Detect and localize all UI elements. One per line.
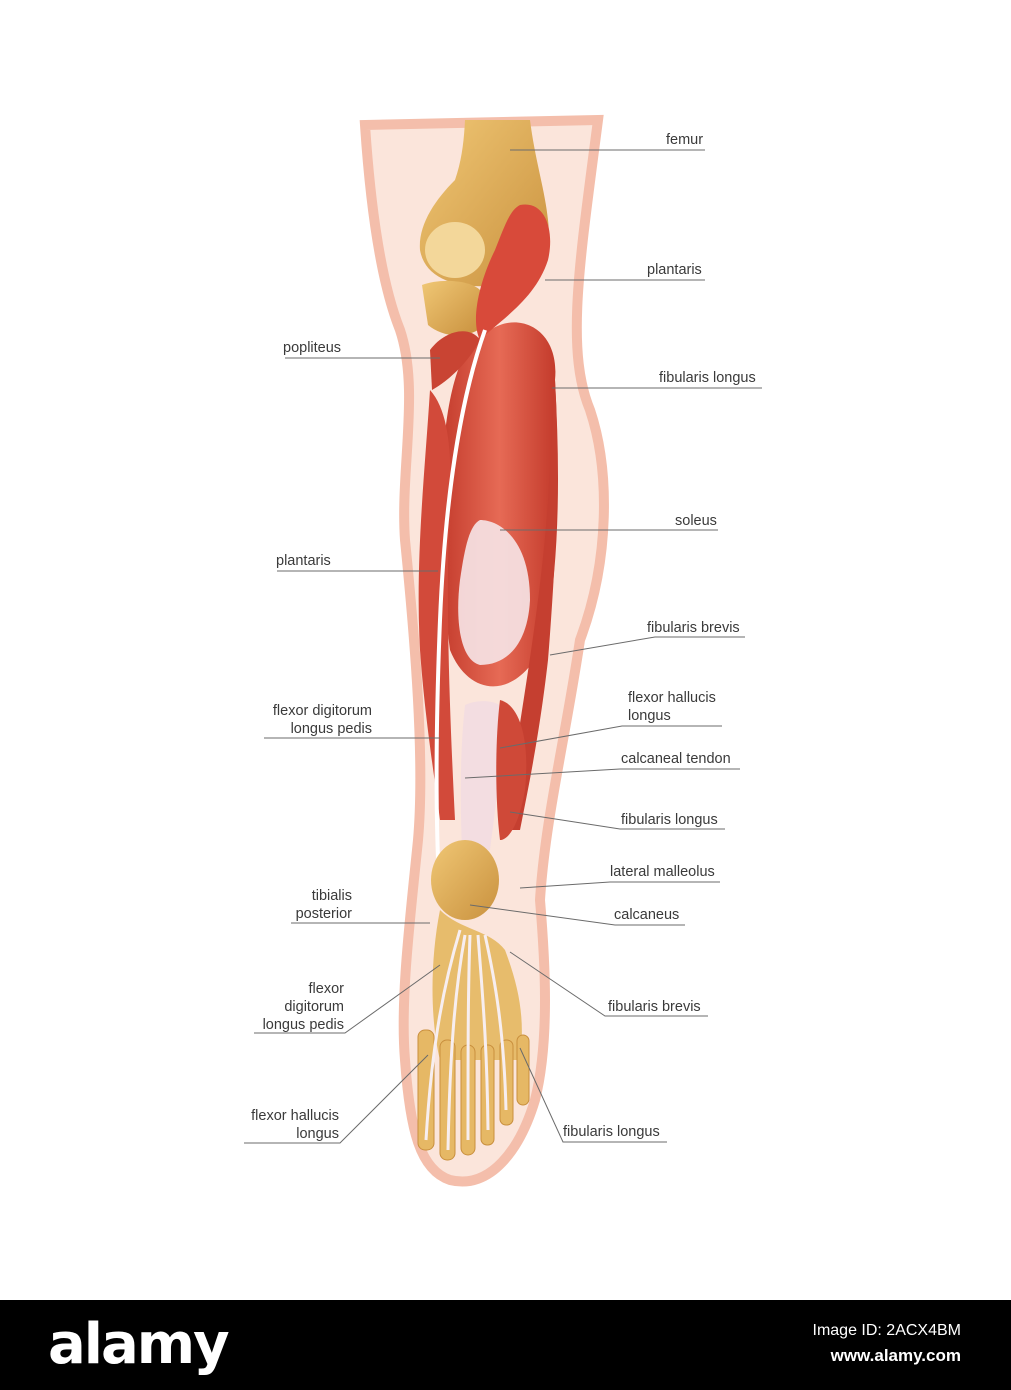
anatomy-figure: femur plantaris popliteus fibularis long… <box>244 114 762 1187</box>
calcaneus-bone <box>431 840 499 920</box>
label-fibularis-longus-top: fibularis longus <box>659 370 756 386</box>
label-flexor-hallucis-longus-right: flexor hallucis longus <box>628 690 716 724</box>
flexor-hallucis-muscle <box>496 700 527 840</box>
label-calcaneal-tendon: calcaneal tendon <box>621 751 731 767</box>
label-plantaris-top: plantaris <box>647 262 702 278</box>
label-tibialis-posterior: tibialis posterior <box>295 888 352 922</box>
leader-lines <box>244 149 762 1144</box>
leg-illustration <box>244 114 762 1187</box>
label-plantaris-left: plantaris <box>276 553 331 569</box>
foot-tendons <box>424 929 508 1151</box>
label-femur: femur <box>666 132 704 148</box>
popliteus-muscle <box>430 331 480 390</box>
plantaris-tendon <box>434 329 487 901</box>
site-url-link[interactable]: www.alamy.com <box>830 1346 961 1365</box>
soleus-tendon-sheet <box>458 520 530 665</box>
stock-banner: alamy Image ID: 2ACX4BM www.alamy.com <box>0 1300 1011 1390</box>
label-fibularis-longus-mid: fibularis longus <box>621 812 718 828</box>
lateral-muscle <box>418 390 455 820</box>
label-soleus: soleus <box>675 513 717 529</box>
label-fibularis-longus-low: fibularis longus <box>563 1124 660 1140</box>
label-lateral-malleolus: lateral malleolus <box>610 864 715 880</box>
label-popliteus: popliteus <box>283 340 342 356</box>
label-fibularis-brevis-low: fibularis brevis <box>608 999 701 1015</box>
femur-condyle <box>425 222 485 278</box>
plantaris-muscle <box>475 204 551 340</box>
tibia-head <box>422 280 480 336</box>
label-fibularis-brevis-mid: fibularis brevis <box>647 620 740 636</box>
label-calcaneus: calcaneus <box>614 907 680 923</box>
calcaneal-tendon <box>460 701 505 850</box>
image-id-text: Image ID: 2ACX4BM <box>812 1322 962 1339</box>
brand-logo[interactable]: alamy <box>48 1312 230 1377</box>
label-flexor-digitorum-upper: flexor digitorum longus pedis <box>272 703 372 737</box>
label-flexor-digitorum-lower: flexor digitorum longus pedis <box>262 981 344 1033</box>
label-flexor-hallucis-longus-left: flexor hallucis longus <box>251 1108 339 1142</box>
medial-muscle <box>505 380 558 830</box>
